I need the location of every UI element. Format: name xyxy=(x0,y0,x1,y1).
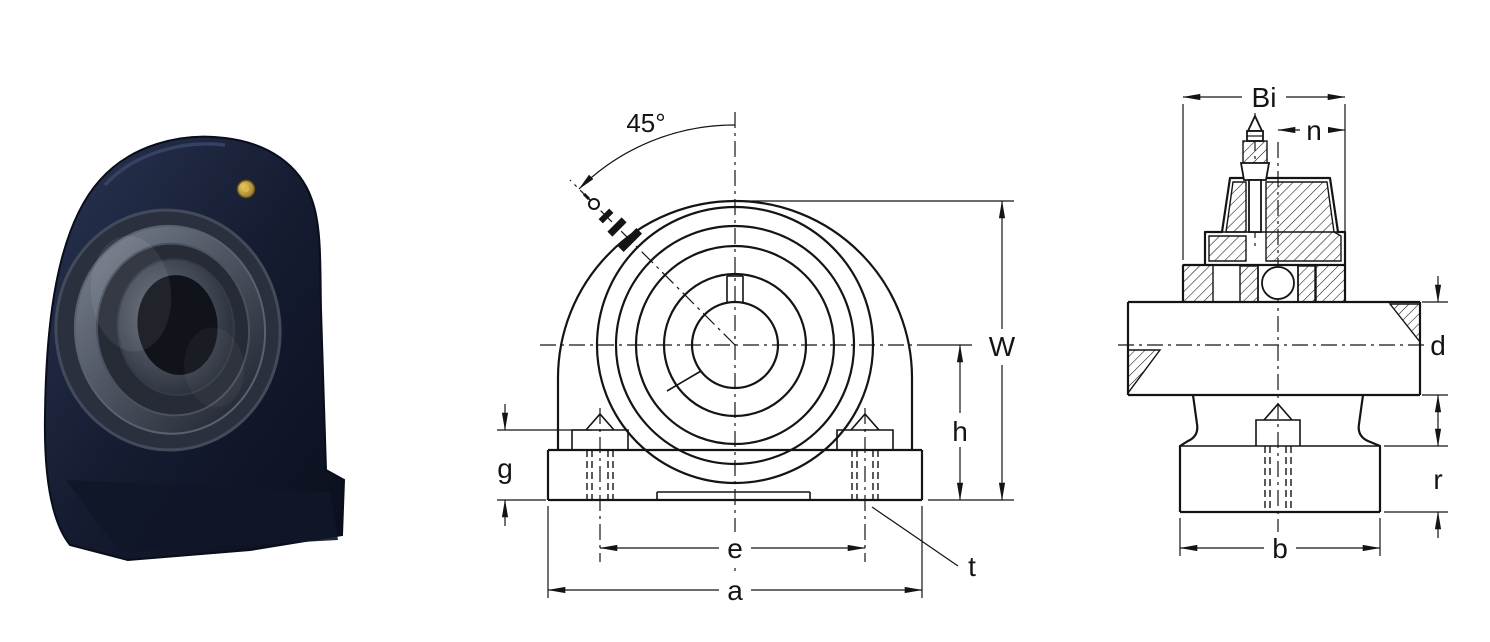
dim-label-h: h xyxy=(952,416,968,447)
side-centerlines xyxy=(1118,106,1424,560)
bearing-ball xyxy=(1261,266,1295,300)
bore-tick-mark xyxy=(666,370,702,392)
dim-label-r: r xyxy=(1433,464,1442,495)
photo-bore-hole xyxy=(137,275,218,375)
dimension-Bi: Bi xyxy=(1182,81,1346,260)
photo-base-face xyxy=(66,480,338,552)
dimension-W: W xyxy=(742,200,1019,501)
dim-label-n: n xyxy=(1306,115,1322,146)
dim-label-d: d xyxy=(1430,330,1446,361)
dimension-t: t xyxy=(871,506,976,582)
side-grease-fitting-icon xyxy=(1239,113,1271,233)
photo-bearing-insert xyxy=(54,208,282,452)
photo-top-highlight xyxy=(103,142,226,187)
dimension-a: a xyxy=(547,506,923,606)
dimension-e: e xyxy=(599,532,866,564)
dim-label-Bi: Bi xyxy=(1252,82,1277,113)
dim-label-e: e xyxy=(727,533,743,564)
dim-label-W: W xyxy=(989,331,1016,362)
front-housing-outline xyxy=(546,199,924,502)
side-view-drawing: Bi n d r b xyxy=(1118,81,1448,564)
dim-label-b: b xyxy=(1272,533,1288,564)
dim-label-45deg: 45° xyxy=(626,108,665,138)
dimension-angle-45: 45° xyxy=(578,108,736,190)
dimension-g: g xyxy=(497,404,592,526)
dimension-d: d xyxy=(1422,276,1448,421)
shaft-break-left xyxy=(1127,349,1162,396)
shaft-break-right xyxy=(1388,303,1421,345)
photo-grease-fitting-icon xyxy=(236,179,256,199)
dimension-h: h xyxy=(932,344,976,501)
front-bearing-circles xyxy=(595,205,875,485)
product-photo xyxy=(43,135,346,562)
side-housing-section xyxy=(1181,176,1347,303)
front-view-drawing: 45° W h g e xyxy=(497,108,1019,606)
dimension-r: r xyxy=(1384,420,1448,538)
grease-fitting-icon xyxy=(582,192,643,253)
front-tapped-bosses xyxy=(571,412,894,500)
side-tapped-boss xyxy=(1255,402,1301,512)
inner-ring-setscrew-slot xyxy=(726,275,744,303)
front-centerlines xyxy=(540,112,932,572)
dim-label-t: t xyxy=(968,551,976,582)
dimension-n: n xyxy=(1277,115,1346,146)
dim-label-a: a xyxy=(727,575,743,606)
dim-label-g: g xyxy=(497,453,513,484)
side-shaft xyxy=(1126,300,1422,397)
side-base-outline xyxy=(1178,394,1382,514)
dimension-b: b xyxy=(1179,518,1381,564)
